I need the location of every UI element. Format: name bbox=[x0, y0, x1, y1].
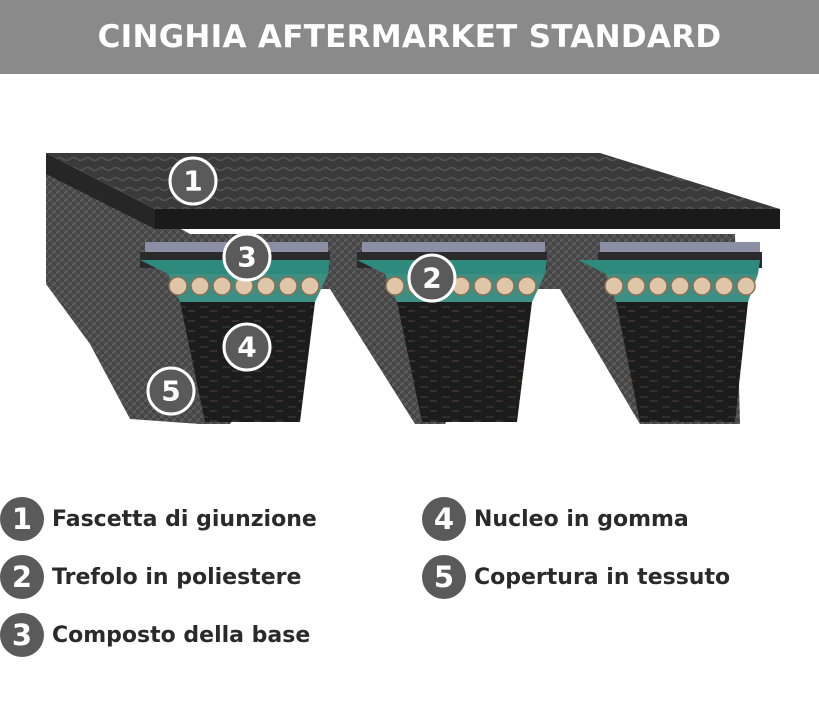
belt-cross-section-diagram: 1 3 2 4 5 bbox=[0, 74, 819, 474]
top-band-edge bbox=[155, 209, 780, 229]
svg-text:5: 5 bbox=[161, 375, 180, 408]
legend-label: Nucleo in gomma bbox=[474, 506, 689, 532]
legend-number-badge: 3 bbox=[0, 613, 44, 657]
legend-item-2: 2 Trefolo in poliestere bbox=[0, 555, 301, 599]
legend-item-5: 5 Copertura in tessuto bbox=[422, 555, 730, 599]
legend-label: Fascetta di giunzione bbox=[52, 506, 317, 532]
callout-2: 2 bbox=[407, 253, 457, 303]
svg-text:3: 3 bbox=[237, 241, 256, 274]
svg-text:4: 4 bbox=[237, 331, 256, 364]
page-title: CINGHIA AFTERMARKET STANDARD bbox=[97, 19, 722, 55]
legend-number-badge: 2 bbox=[0, 555, 44, 599]
legend-label: Composto della base bbox=[52, 622, 311, 648]
legend-number-badge: 1 bbox=[0, 497, 44, 541]
header-bar: CINGHIA AFTERMARKET STANDARD bbox=[0, 0, 819, 74]
legend-item-1: 1 Fascetta di giunzione bbox=[0, 497, 317, 541]
callout-1: 1 bbox=[168, 156, 218, 206]
belt-illustration: 1 3 2 4 5 bbox=[46, 153, 780, 424]
legend-item-4: 4 Nucleo in gomma bbox=[422, 497, 689, 541]
top-band-surface bbox=[46, 153, 780, 209]
top-band-side bbox=[46, 153, 155, 229]
legend-label: Copertura in tessuto bbox=[474, 564, 731, 590]
legend-number-badge: 4 bbox=[422, 497, 466, 541]
callout-5: 5 bbox=[146, 366, 196, 416]
svg-text:2: 2 bbox=[422, 262, 441, 295]
polyester-cords bbox=[168, 276, 756, 296]
legend-label: Trefolo in poliestere bbox=[52, 564, 302, 590]
svg-text:1: 1 bbox=[183, 165, 202, 198]
legend-item-3: 3 Composto della base bbox=[0, 613, 310, 657]
legend-number-badge: 5 bbox=[422, 555, 466, 599]
callout-4: 4 bbox=[222, 322, 272, 372]
callout-3: 3 bbox=[222, 232, 272, 282]
